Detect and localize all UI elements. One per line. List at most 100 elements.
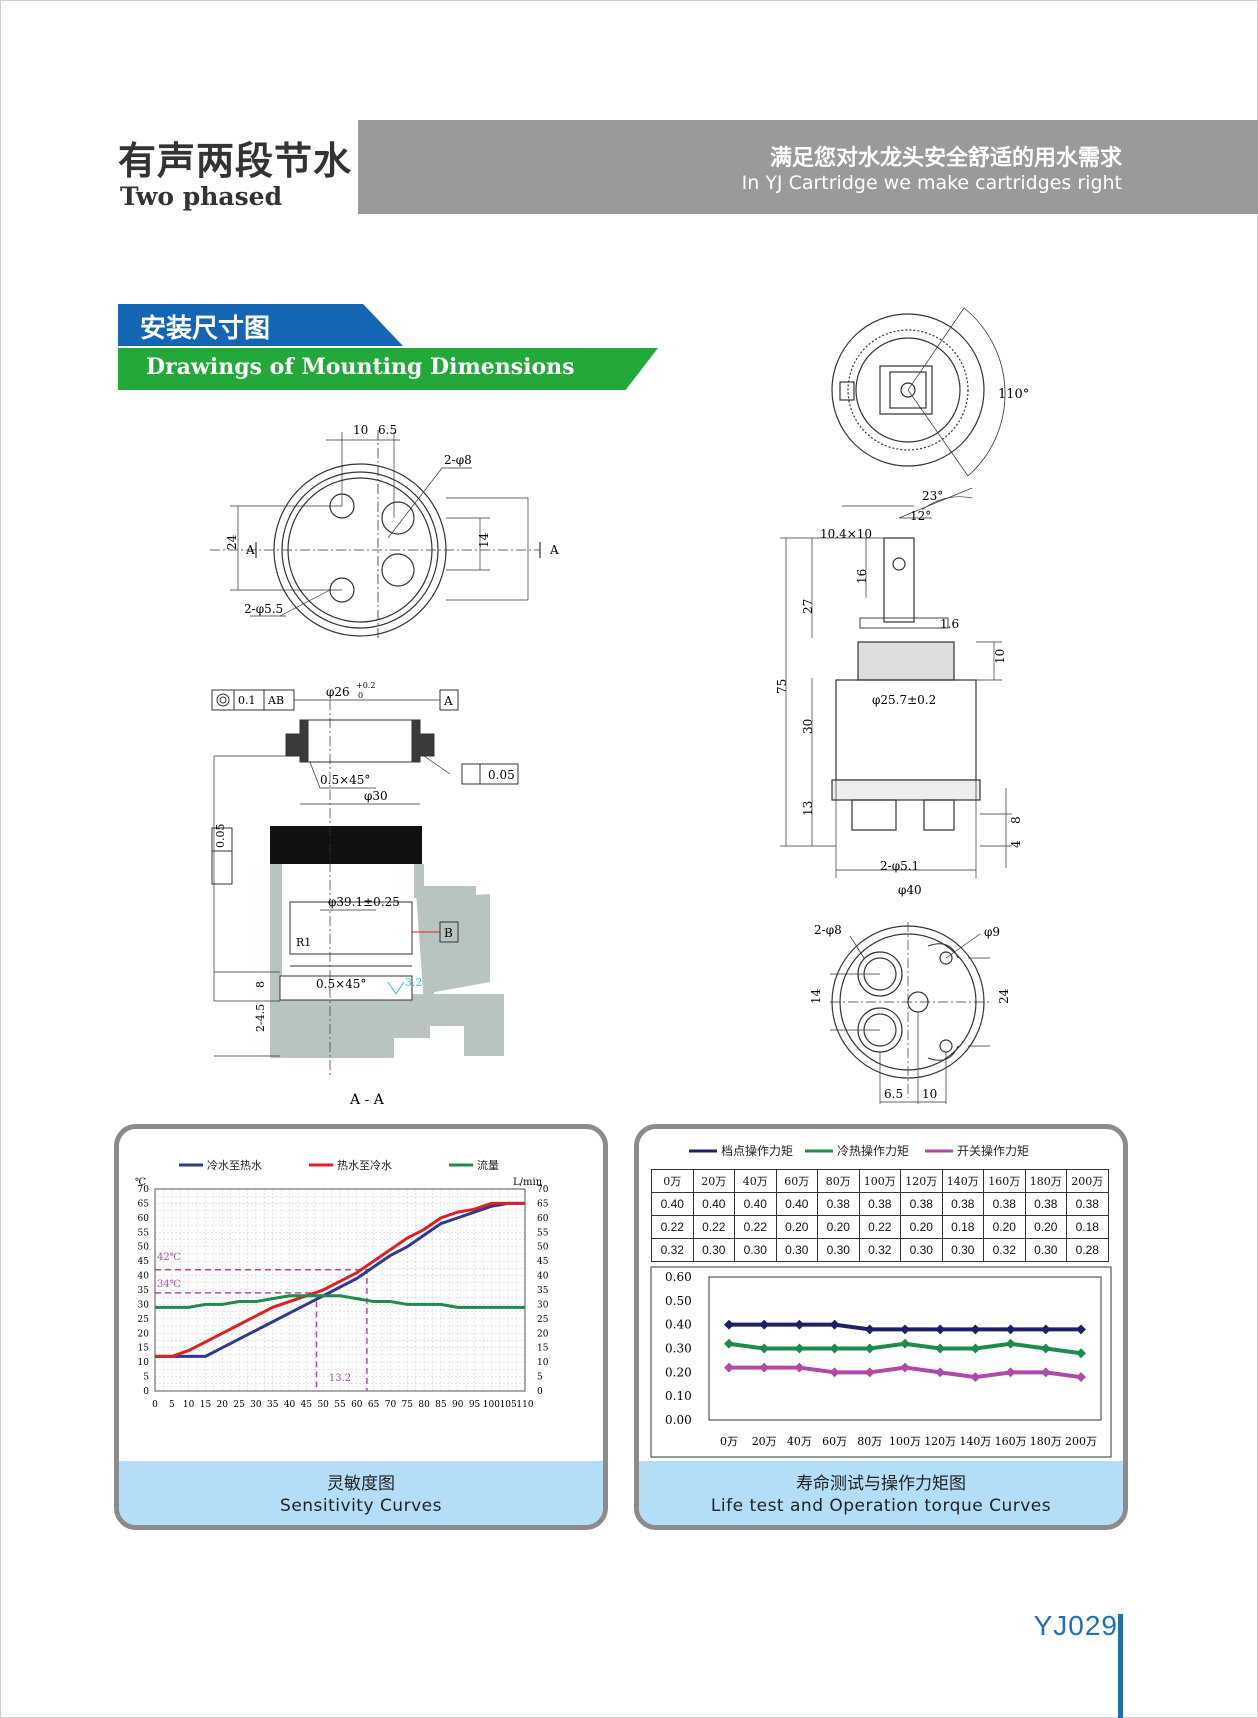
legend-label: 冷水至热水 (207, 1159, 262, 1172)
y-tick: 0.00 (665, 1413, 692, 1427)
table-cell: 0.38 (858, 1192, 901, 1216)
table-cell: 0.30 (775, 1238, 818, 1262)
x-tick: 80 (418, 1400, 430, 1410)
x-tick: 40万 (787, 1435, 812, 1448)
table-cell: 0.38 (900, 1192, 943, 1216)
table-header-cell: 160万 (983, 1169, 1026, 1193)
x-tick: 55 (334, 1400, 346, 1410)
table-cell: 0.20 (775, 1215, 818, 1239)
x-tick: 40 (284, 1400, 296, 1410)
y-tick-right: 10 (537, 1358, 549, 1368)
legend-label: 流量 (477, 1158, 499, 1172)
y-tick: 0.20 (665, 1365, 692, 1379)
table-header-cell: 0万 (651, 1169, 694, 1193)
series-marker (794, 1319, 805, 1330)
table-cell: 0.22 (651, 1215, 694, 1239)
dim-holes-top: 2-φ8 (444, 453, 472, 467)
legend-label: 热水至冷水 (337, 1159, 392, 1172)
table-header-cell: 120万 (900, 1169, 943, 1193)
series-marker (759, 1343, 770, 1354)
y-tick-left: 65 (138, 1199, 150, 1209)
y-tick-left: 50 (138, 1243, 150, 1253)
series-marker (935, 1343, 946, 1354)
x-tick: 85 (435, 1400, 447, 1410)
slogan-cn: 满足您对水龙头安全舒适的用水需求 (769, 146, 1122, 171)
y-tick-right: 5 (537, 1373, 543, 1383)
table-cell: 0.22 (734, 1215, 777, 1239)
y-tick-right: 70 (537, 1185, 549, 1195)
table-cell: 0.30 (900, 1238, 943, 1262)
series-marker (724, 1319, 734, 1330)
series-marker (1076, 1348, 1086, 1359)
series-marker (759, 1319, 770, 1330)
series-marker (935, 1324, 946, 1335)
dim-2-4-5: 2-4.5 (254, 1004, 267, 1032)
table-header-cell: 40万 (734, 1169, 777, 1193)
x-tick: 60 (351, 1400, 363, 1410)
dim-27: 27 (801, 599, 815, 614)
y-tick-left: 45 (138, 1257, 150, 1267)
x-tick: 5 (169, 1400, 175, 1410)
x-tick: 50 (317, 1400, 329, 1410)
section-title-cn-tag: 安装尺寸图 (118, 304, 403, 346)
x-tick: 80万 (857, 1435, 882, 1448)
chamfer-top: 0.5×45° (320, 773, 370, 787)
dim-30: 30 (801, 719, 815, 734)
table-cell: 0.30 (817, 1238, 860, 1262)
series-marker (794, 1343, 805, 1354)
series-line (155, 1201, 525, 1358)
series-line (155, 1201, 525, 1358)
table-cell: 0.30 (941, 1238, 984, 1262)
table-cell: 0.32 (983, 1238, 1026, 1262)
x-tick: 30 (250, 1400, 262, 1410)
section-title-cn: 安装尺寸图 (140, 314, 271, 344)
y-tick-left: 5 (143, 1373, 149, 1383)
dim-10: 10 (353, 423, 368, 437)
angle-12: 12° (910, 509, 931, 523)
rotation-angle: 110° (998, 387, 1029, 402)
x-tick: 100 (483, 1400, 500, 1410)
dim-14: 14 (477, 532, 491, 548)
annotation-42-label: 42℃ (157, 1252, 181, 1263)
chamfer-bottom: 0.5×45° (316, 977, 366, 991)
section-mark-right: A (549, 543, 559, 557)
plot-frame (154, 1188, 526, 1392)
angle-23: 23° (922, 489, 943, 503)
header-banner (358, 120, 1258, 214)
dim-dia40: φ40 (898, 883, 922, 897)
annotation-13-2-label: 13.2 (329, 1373, 351, 1384)
dim-dia25-7: φ25.7±0.2 (872, 693, 936, 707)
x-tick: 100万 (889, 1435, 921, 1448)
x-tick: 120万 (924, 1435, 956, 1448)
series-marker (1040, 1343, 1051, 1354)
pin-size: 2-φ5.1 (880, 859, 919, 873)
section-label: A - A (349, 1092, 385, 1108)
y-tick: 0.30 (665, 1342, 692, 1356)
x-tick: 0万 (720, 1435, 738, 1448)
table-header-cell: 20万 (692, 1169, 735, 1193)
series-marker (1076, 1324, 1086, 1335)
legend-label: 开关操作力矩 (957, 1143, 1029, 1158)
series-marker (829, 1319, 840, 1330)
series-marker (935, 1367, 946, 1378)
table-cell: 0.30 (692, 1238, 735, 1262)
dim-4: 4 (1009, 840, 1022, 848)
dim-24: 24 (225, 534, 239, 550)
series-marker (759, 1362, 770, 1373)
dim-dia39: φ39.1±0.25 (328, 895, 400, 909)
dim-8: 8 (1009, 816, 1022, 824)
y-tick: 0.10 (665, 1389, 692, 1403)
table-header-cell: 80万 (817, 1169, 860, 1193)
x-tick: 15 (200, 1400, 212, 1410)
x-tick: 10 (183, 1400, 195, 1410)
table-cell: 0.18 (941, 1215, 984, 1239)
dim-16: 16 (855, 569, 869, 584)
dim-dia26: φ26 (326, 685, 350, 699)
